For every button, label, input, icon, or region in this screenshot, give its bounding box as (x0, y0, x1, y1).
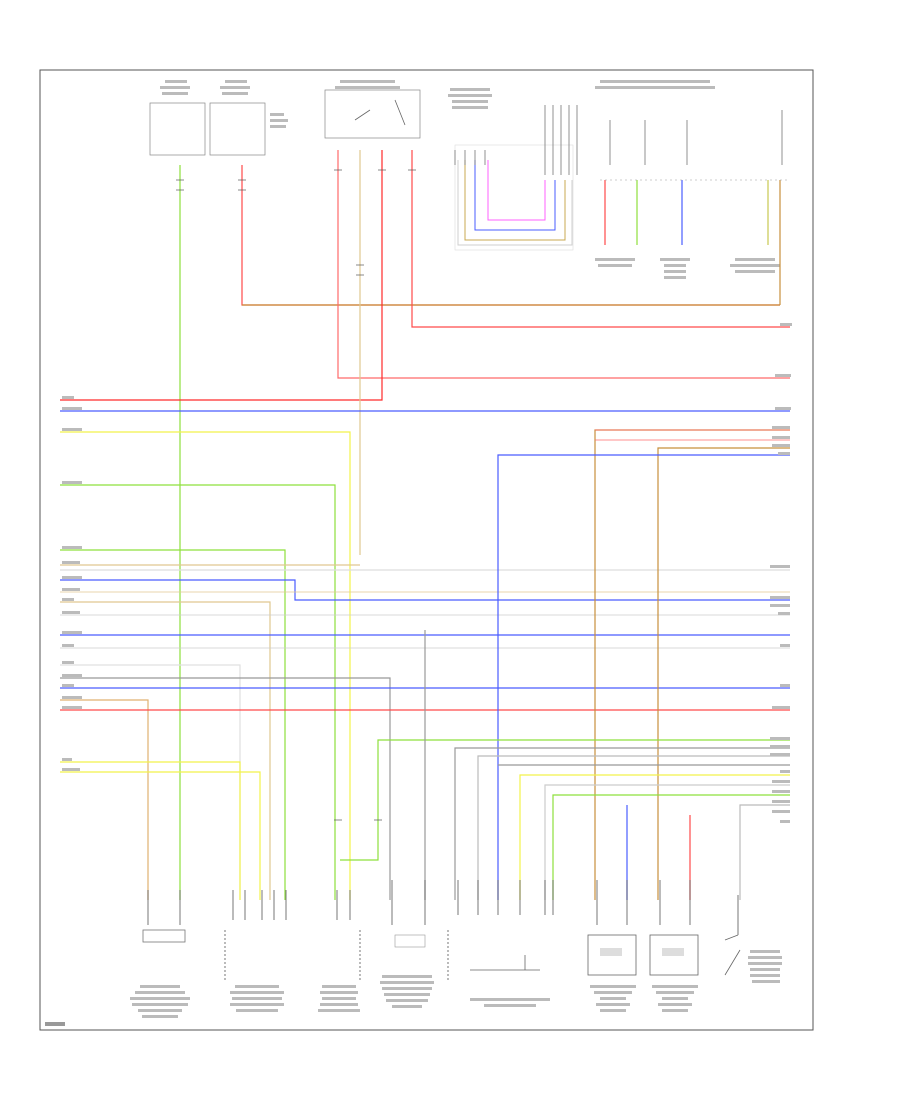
wire-brown-right-2 (657, 447, 790, 900)
connector-group-5 (457, 880, 554, 971)
footer-tag (45, 1022, 65, 1026)
wire-green-low-2 (552, 794, 790, 900)
switch-symbol (724, 895, 741, 976)
harness-connectors (454, 105, 578, 175)
right-terminal-labels (770, 323, 792, 823)
wire-tan-bus-5 (60, 699, 149, 900)
wires (60, 150, 790, 900)
top-label-placeholders (160, 80, 780, 279)
wire-blue-bus-2 (60, 579, 790, 601)
relay-box (324, 89, 421, 139)
wire-red-relay-right (411, 150, 790, 328)
wire-blue-right (497, 454, 790, 900)
connector-group-2 (224, 890, 287, 980)
wire-green-low-1 (340, 739, 790, 861)
wire-red-relay-left (337, 150, 790, 379)
harness-wire-pink (487, 160, 546, 221)
harness-wire-tan (464, 160, 566, 241)
wire-yellow-low-2 (60, 771, 261, 900)
connector-group-1 (142, 890, 186, 943)
wire-yellow-low-3 (519, 774, 790, 900)
center-harness (454, 105, 578, 251)
pin-marks (176, 169, 416, 821)
harness-wire-blue (474, 160, 556, 231)
wire-red-bus (60, 150, 383, 401)
harness-wire-gray (457, 160, 573, 246)
top-fuse-boxes (149, 80, 780, 279)
fuse-box-left (149, 102, 206, 156)
sensor-box-2 (649, 880, 699, 976)
diagram-frame (39, 69, 814, 1031)
wire-green-bus-2 (60, 549, 286, 900)
harness-box (454, 144, 574, 251)
wire-gray-low-4 (544, 784, 790, 900)
wire-tan-bus-4 (60, 601, 271, 900)
wire-gray-low-2 (477, 755, 790, 900)
wire-yellow-bus (60, 431, 351, 900)
bottom-label-placeholders (130, 950, 782, 1018)
fuse-box-right (209, 102, 266, 156)
connector-group-4 (391, 880, 449, 980)
wire-red-top-fuse (241, 165, 780, 306)
wire-brown-right-1 (594, 429, 790, 900)
wire-gray-low-5 (739, 804, 790, 900)
relay-switch-symbol (354, 99, 406, 126)
top-right-leads (600, 110, 790, 305)
left-terminal-labels (62, 396, 82, 771)
connector-group-3 (336, 890, 361, 980)
wire-gray-bus-8 (60, 677, 391, 900)
bottom-connectors (142, 880, 741, 980)
sensor-box-1 (587, 880, 637, 976)
wire-yellow-low-1 (60, 761, 241, 900)
wire-gray-low-1 (454, 747, 790, 900)
wire-green-bus (60, 484, 336, 900)
